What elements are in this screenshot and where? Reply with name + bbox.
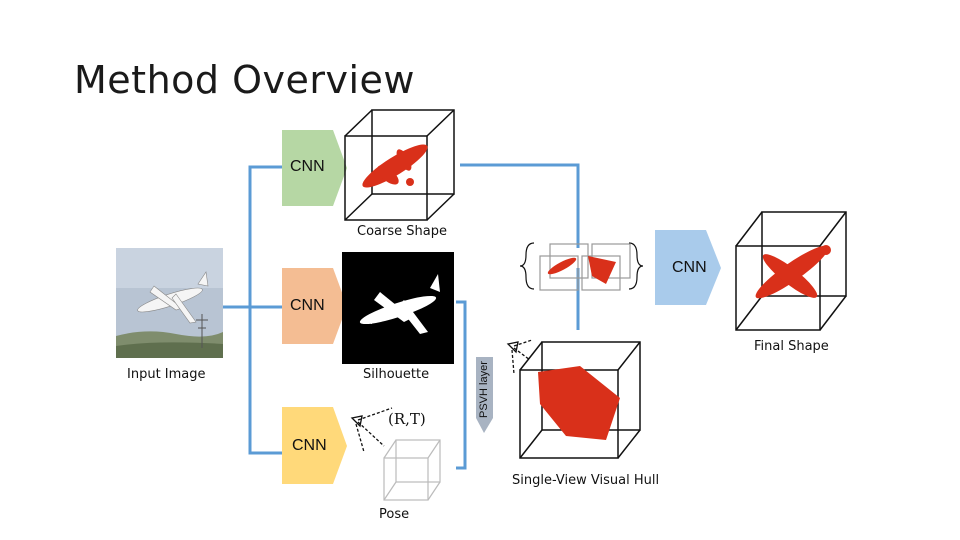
coarse-shape-cube: [344, 109, 455, 221]
connector-coarse-to-refine: [460, 163, 580, 248]
psvh-layer-arrow: [476, 357, 493, 433]
visual-hull-label: Single-View Visual Hull: [512, 473, 660, 488]
cnn-refine-label: CNN: [672, 259, 707, 276]
cnn-refine-block: [655, 230, 721, 305]
connector-input-to-branches: [248, 165, 282, 455]
final-shape-cube: [735, 211, 847, 331]
psvh-layer-label: PSVH layer: [478, 361, 490, 418]
cnn-shape-block: [282, 130, 347, 206]
cnn-pose-label: CNN: [292, 437, 327, 454]
visual-hull-voxels: [538, 366, 620, 440]
pose-camera-icon: [350, 407, 393, 453]
pose-label: Pose: [379, 507, 410, 522]
psvh-bracket: [456, 300, 467, 470]
coarse-shape-label: Coarse Shape: [357, 224, 447, 239]
cnn-shape-label: CNN: [290, 158, 325, 175]
silhouette-image: [342, 252, 454, 364]
cnn-silhouette-label: CNN: [290, 297, 325, 314]
silhouette-label: Silhouette: [363, 367, 430, 382]
final-shape-voxels: [755, 245, 831, 299]
input-image: [116, 248, 223, 358]
final-shape-label: Final Shape: [754, 339, 829, 354]
refine-input-set: [519, 242, 644, 291]
visual-hull-camera-icon: [506, 339, 533, 375]
cnn-pose-block: [282, 407, 347, 484]
coarse-shape-voxels: [362, 144, 428, 188]
pose-cube: [383, 439, 441, 501]
refine-input-voxels: [547, 256, 616, 284]
cnn-silhouette-block: [282, 268, 347, 344]
pose-parameters: (R,T): [388, 410, 426, 428]
input-image-label: Input Image: [127, 367, 206, 382]
page-title: Method Overview: [74, 58, 416, 102]
